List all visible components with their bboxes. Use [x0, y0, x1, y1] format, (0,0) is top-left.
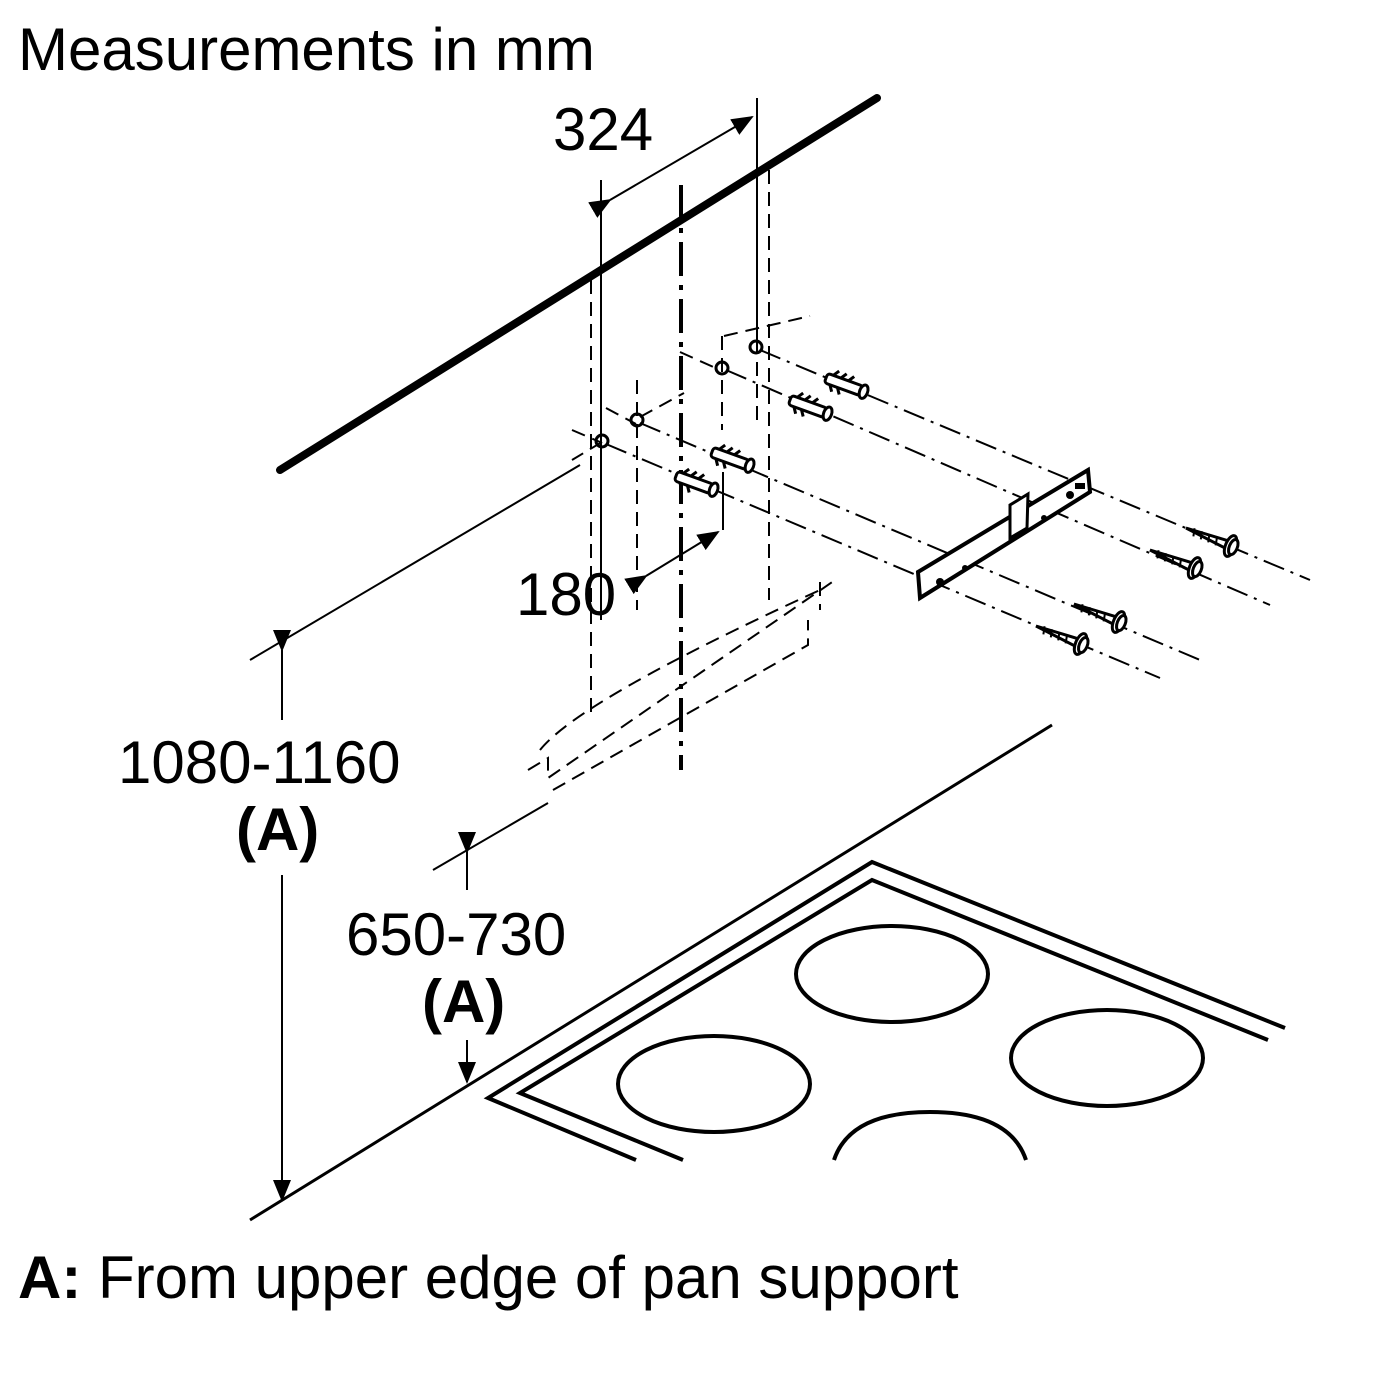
footnote: A: From upper edge of pan support	[18, 1244, 959, 1311]
hood-ref-line-top	[432, 802, 549, 871]
drill-hole	[748, 339, 764, 355]
diagram-title: Measurements in mm	[18, 16, 595, 83]
cooktop-inner-edge	[515, 877, 1269, 1162]
wall-plug	[709, 443, 756, 474]
cooktop-outer-edge	[483, 859, 1286, 1162]
dim-hood-height: 650-730 (A)	[346, 832, 566, 1084]
wall-plug	[787, 391, 834, 422]
screw	[1073, 602, 1128, 634]
wall-plugs	[673, 369, 870, 498]
cooking-zone	[1009, 1008, 1205, 1108]
dim-324: 324	[553, 96, 758, 620]
countertop-edge	[249, 723, 1053, 1222]
screw	[1035, 624, 1090, 656]
dim-label-180: 180	[516, 561, 616, 628]
screw	[1149, 548, 1204, 580]
dim-label-overall: 1080-1160	[118, 729, 400, 796]
dim-arrow-180	[624, 530, 720, 595]
projection-lines	[605, 349, 1311, 679]
screws	[1035, 526, 1240, 656]
dim-arrow-324	[588, 115, 754, 218]
dim-ref-hood: (A)	[422, 968, 505, 1035]
hole-crosshairs	[571, 315, 811, 610]
cooking-zone-partial	[832, 1109, 1028, 1161]
wall-plug	[673, 467, 720, 498]
mounting-bracket	[915, 466, 1093, 602]
cooktop	[483, 859, 1286, 1162]
dim-overall-height: 1080-1160 (A)	[118, 630, 400, 1202]
hood-outline	[527, 577, 839, 791]
screw	[1185, 526, 1240, 558]
cooking-zone	[616, 1034, 812, 1134]
dim-label-324: 324	[553, 96, 653, 163]
cooking-zone	[794, 924, 990, 1024]
footnote-text: From upper edge of pan support	[81, 1244, 959, 1311]
dim-label-hood: 650-730	[346, 901, 566, 968]
dim-ref-overall: (A)	[236, 796, 319, 863]
height-ref-line-top	[249, 464, 581, 661]
dim-180: 180	[516, 472, 724, 628]
wall-edge-line	[276, 94, 881, 474]
wall-plug	[823, 369, 870, 400]
footnote-key: A:	[18, 1244, 81, 1311]
